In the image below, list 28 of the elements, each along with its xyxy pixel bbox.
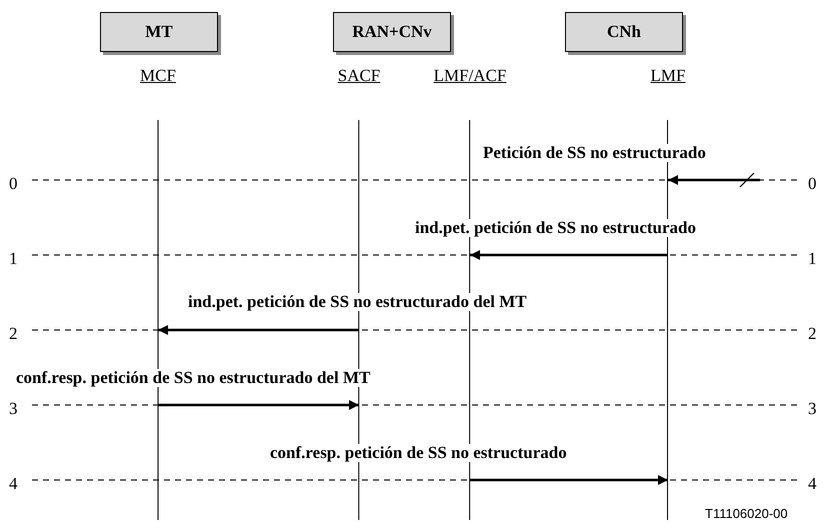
step-number: 2 <box>9 324 18 344</box>
step-number: 0 <box>808 174 816 194</box>
message-arrow <box>158 400 359 410</box>
message-arrow <box>158 325 359 335</box>
step-number: 3 <box>808 399 816 419</box>
function-label: LMF/ACF <box>434 66 506 86</box>
step-number: 2 <box>808 324 816 344</box>
function-label: MCF <box>140 66 176 86</box>
step-number: 4 <box>9 474 18 494</box>
function-label: LMF <box>650 66 686 86</box>
figure-code: T11106020-00 <box>705 506 788 521</box>
entity-box: MT <box>100 12 218 52</box>
function-label: SACF <box>338 66 380 86</box>
edge-label: ind.pet. petición de SS no estructurado del MT <box>188 293 527 311</box>
entity-box: CNh <box>565 12 683 52</box>
step-number: 3 <box>9 399 18 419</box>
step-number: 1 <box>808 249 816 269</box>
edge-label: conf.resp. petición de SS no estructurado <box>270 444 567 462</box>
message-arrow <box>668 172 760 188</box>
edge-label: ind.pet. petición de SS no estructurado <box>415 219 696 237</box>
edge-label: Petición de SS no estructurado <box>483 144 706 162</box>
entity-box: RAN+CNv <box>333 12 451 52</box>
step-number: 1 <box>9 249 18 269</box>
edge-label: conf.resp. petición de SS no estructurado del MT <box>16 369 370 387</box>
step-number: 0 <box>9 174 18 194</box>
step-number: 4 <box>808 474 816 494</box>
message-arrow <box>470 475 668 485</box>
message-arrow <box>470 250 668 260</box>
